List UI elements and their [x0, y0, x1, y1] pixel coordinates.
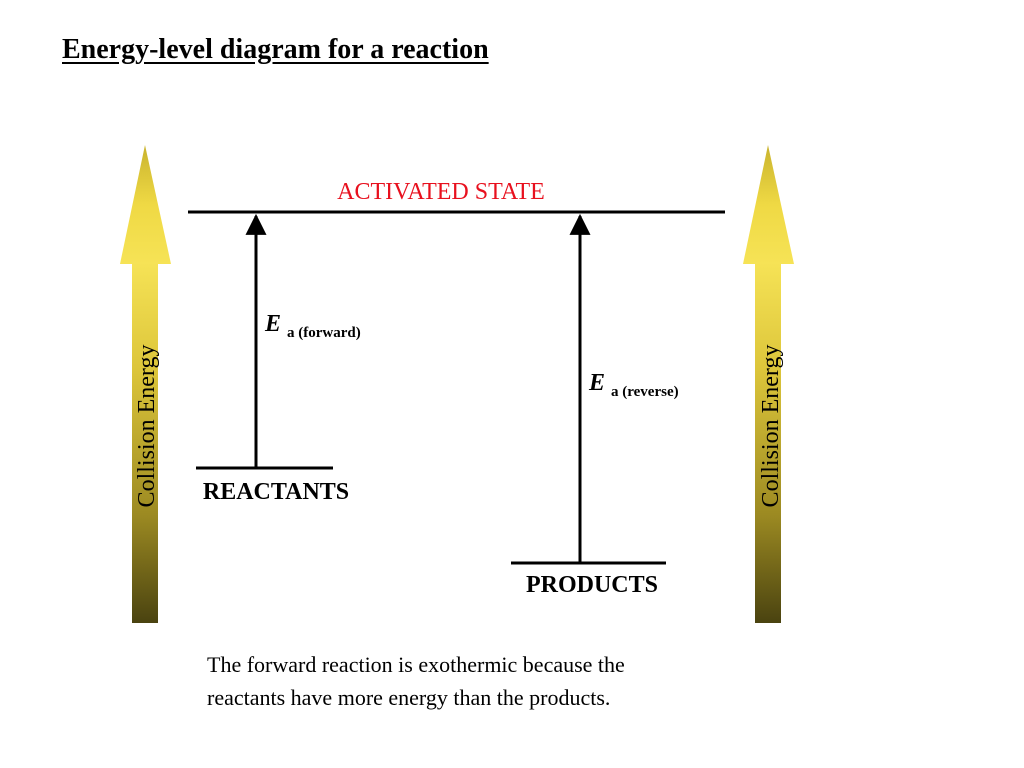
ea-reverse-symbol: E: [588, 370, 605, 396]
activated-state-label: ACTIVATED STATE: [337, 179, 545, 205]
collision-energy-arrow-right: Collision Energy: [743, 145, 794, 623]
collision-energy-label-right: Collision Energy: [758, 345, 784, 508]
caption-line-1: The forward reaction is exothermic becau…: [207, 652, 625, 677]
caption-line-2: reactants have more energy than the prod…: [207, 685, 611, 710]
collision-energy-arrow-left: Collision Energy: [120, 145, 171, 623]
slide-title: Energy-level diagram for a reaction: [62, 34, 489, 65]
caption: The forward reaction is exothermic becau…: [207, 648, 807, 714]
reactants-label: REACTANTS: [203, 479, 349, 505]
collision-energy-label-left: Collision Energy: [134, 345, 160, 508]
ea-forward-subscript: a (forward): [287, 325, 361, 341]
ea-reverse-label: E a (reverse): [588, 370, 679, 400]
ea-forward-label: E a (forward): [264, 311, 361, 341]
ea-reverse-subscript: a (reverse): [611, 384, 679, 400]
products-label: PRODUCTS: [526, 572, 658, 598]
ea-forward-symbol: E: [264, 311, 281, 337]
